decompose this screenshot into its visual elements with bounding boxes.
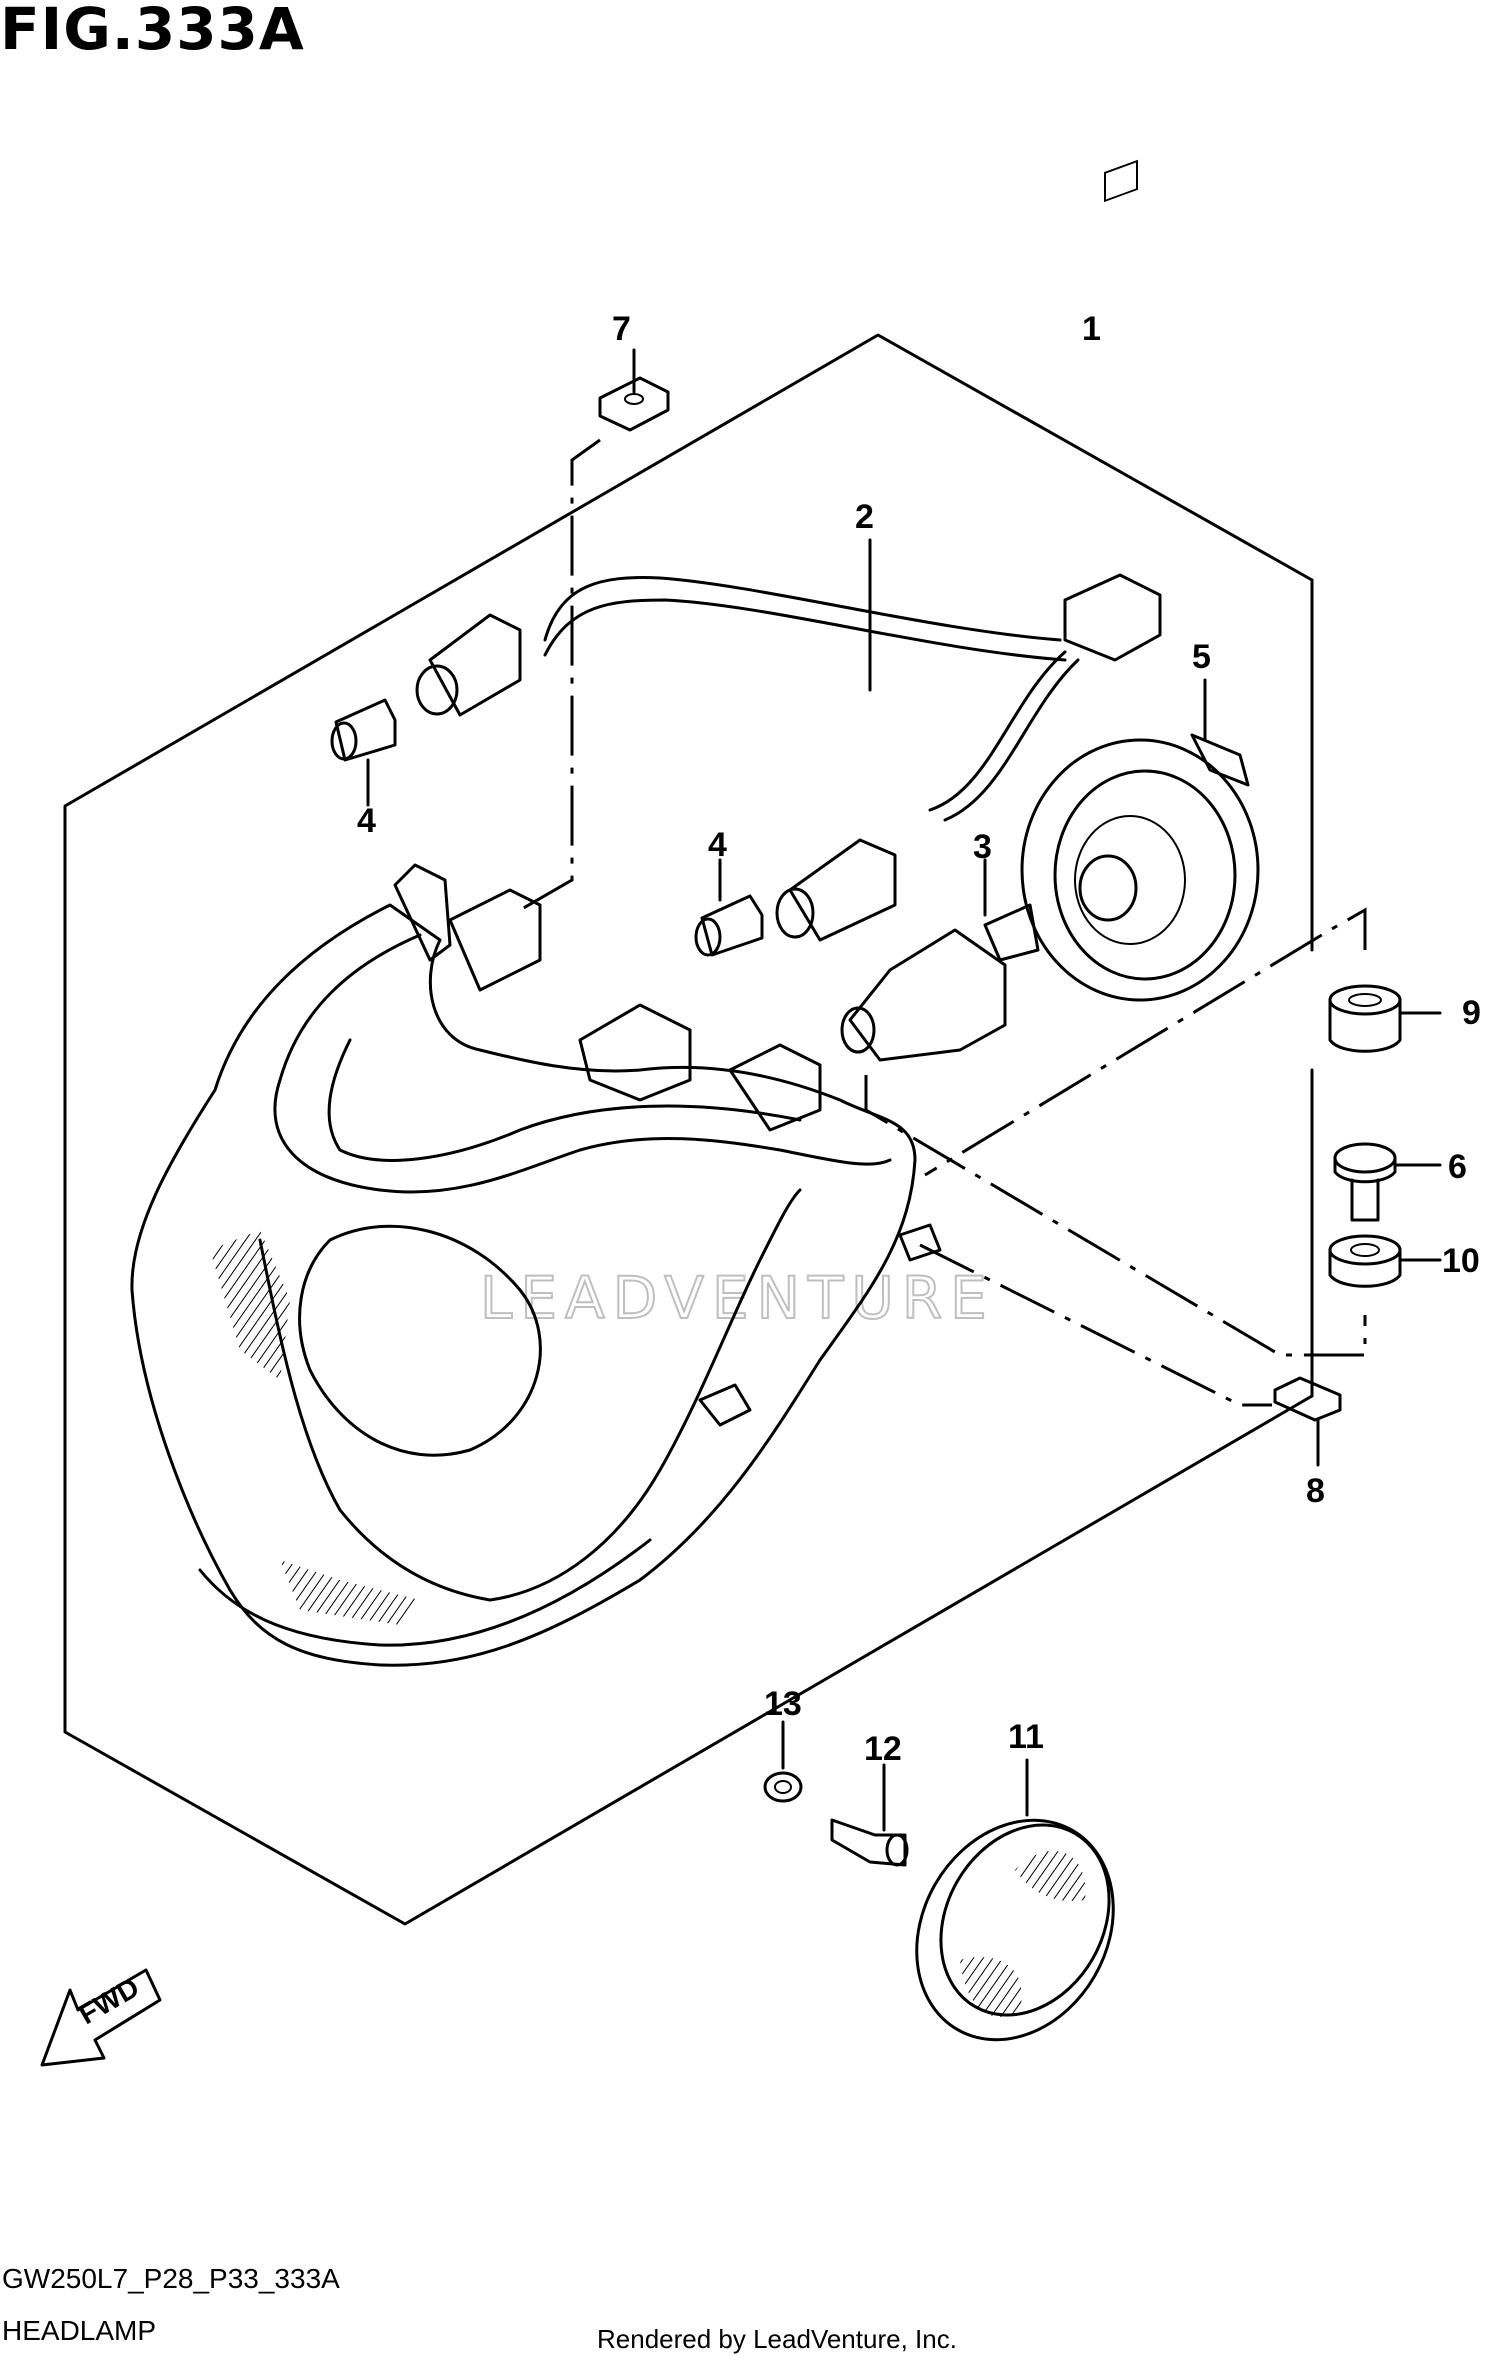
callout-8: 8 xyxy=(1306,1472,1325,1510)
assembly-boundary xyxy=(63,333,1314,1926)
part-8-clip xyxy=(1273,1376,1342,1467)
fwd-label: FWD xyxy=(74,1971,145,2030)
part-1-headlamp-housing xyxy=(130,863,942,1667)
part-11-reflector xyxy=(915,1758,1115,2042)
part-4-bulb-center xyxy=(694,858,764,957)
part-13-washer xyxy=(763,1720,803,1803)
callout-9: 9 xyxy=(1462,994,1481,1032)
callout-1: 1 xyxy=(1082,310,1101,348)
figure-name: HEADLAMP xyxy=(2,2315,157,2346)
fwd-arrow: FWD xyxy=(40,1968,162,2067)
callout-7: 7 xyxy=(612,310,631,348)
callout-13: 13 xyxy=(764,1685,802,1723)
part-6-bolt xyxy=(1333,1142,1442,1222)
render-credit: Rendered by LeadVenture, Inc. xyxy=(597,2324,957,2354)
watermark-text: LEADVENTURE xyxy=(480,1264,995,1332)
part-10-grommet xyxy=(1328,1234,1442,1288)
callout-4-left: 4 xyxy=(357,802,376,840)
part-7-clip-nut xyxy=(598,348,670,432)
part-3-h4-bulb xyxy=(840,858,1040,1062)
leader-lines xyxy=(519,438,1367,1407)
callout-4-center: 4 xyxy=(708,826,727,864)
callout-labels: 1 2 3 4 4 5 6 7 8 9 10 11 12 13 xyxy=(357,310,1481,1768)
part-9-grommet xyxy=(1328,984,1442,1053)
callout-12: 12 xyxy=(864,1730,902,1768)
figure-code: GW250L7_P28_P33_333A xyxy=(2,2263,340,2294)
part-2-wiring-harness xyxy=(415,159,1162,822)
part-2-socket-center xyxy=(775,838,897,942)
callout-3: 3 xyxy=(973,828,992,866)
callout-5: 5 xyxy=(1192,638,1211,676)
part-5-socket-cover xyxy=(1020,678,1260,1002)
callout-11: 11 xyxy=(1008,1718,1044,1756)
callout-10: 10 xyxy=(1442,1242,1480,1280)
callout-2: 2 xyxy=(855,498,874,536)
callout-6: 6 xyxy=(1448,1148,1467,1186)
part-4-bulb-left xyxy=(330,698,397,807)
figure-title: FIG.333A xyxy=(0,0,305,63)
part-12-bolt xyxy=(830,1763,909,1867)
